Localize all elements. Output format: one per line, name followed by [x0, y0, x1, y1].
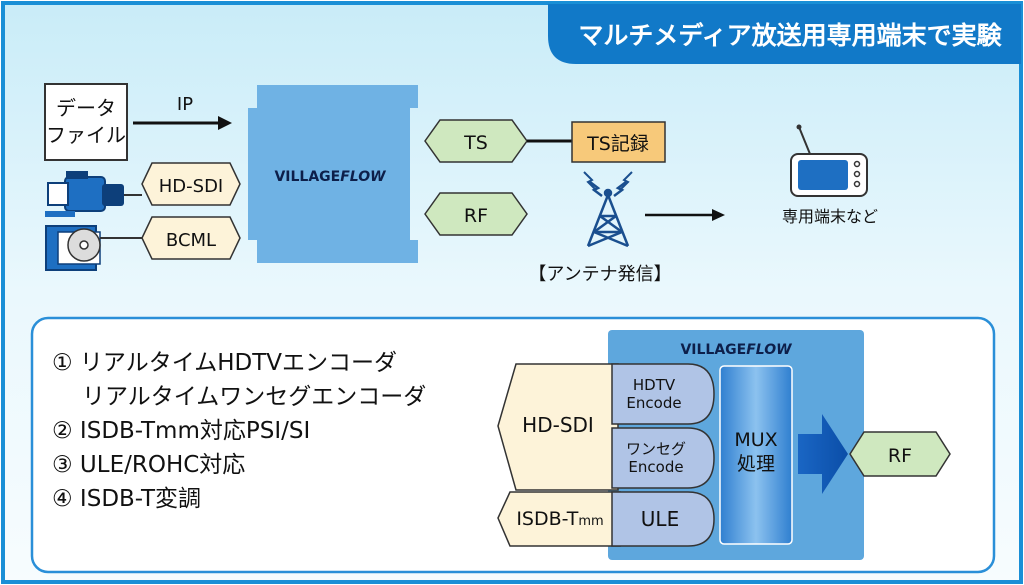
bcml-input-hex [141, 216, 241, 260]
header-tab [548, 4, 1021, 64]
hdtv-encode-line1: HDTV [633, 376, 676, 394]
detail-hdsdi-hex [497, 363, 619, 491]
data-file-box [44, 83, 128, 161]
ts-record-label: TS記録 [586, 133, 649, 155]
feature-item-1: ① リアルタイムHDTVエンコーダ [52, 350, 397, 376]
hdsdi-input-hex [141, 162, 241, 206]
detail-isdbt-label: ISDB-Tmm [516, 508, 603, 530]
ule-box [611, 491, 715, 547]
features-list: ① リアルタイムHDTVエンコーダ リアルタイムワンセグエンコーダ ② ISDB… [52, 350, 426, 512]
villageflow-logo: VILLAGEFLOW [274, 169, 386, 185]
bcml-label: BCML [166, 230, 216, 251]
ts-record-box [571, 121, 666, 163]
rf-hex [424, 192, 528, 236]
data-file-label-2: ファイル [46, 123, 126, 147]
disc-player-icon [45, 225, 101, 271]
arrow-right-icon [645, 209, 725, 221]
antenna-caption: 【アンテナ発信】 [528, 264, 671, 285]
ule-label: ULE [641, 507, 679, 531]
hdtv-encode-line2: Encode [626, 394, 681, 412]
oneseg-encode-line1: ワンセグ [626, 440, 686, 458]
detail-rf-label: RF [888, 445, 912, 467]
feature-item-3: ③ ULE/ROHC対応 [52, 452, 245, 478]
tv-terminal-icon [790, 124, 868, 197]
detail-rf-hex [849, 431, 951, 477]
mux-column [719, 365, 793, 545]
ts-label: TS [463, 132, 488, 154]
oneseg-encode-box [611, 427, 715, 489]
feature-item-1b: リアルタイムワンセグエンコーダ [82, 384, 426, 410]
detail-hdsdi-label: HD-SDI [522, 413, 594, 437]
data-file-label-1: データ [56, 96, 116, 120]
mux-line2: 処理 [737, 453, 775, 475]
mux-output-arrow [798, 414, 848, 494]
rf-label: RF [464, 205, 488, 227]
mux-line1: MUX [734, 429, 777, 451]
antenna-tower-icon [583, 171, 633, 248]
terminal-caption: 専用端末など [782, 207, 878, 226]
ip-arrow-head [218, 116, 232, 130]
villageflow-box [248, 85, 418, 263]
feature-item-2: ② ISDB-Tmm対応PSI/SI [52, 418, 310, 444]
detail-villageflow-logo: VILLAGEFLOW [680, 342, 792, 358]
oneseg-encode-line2: Encode [628, 458, 683, 476]
ip-label: IP [177, 94, 193, 115]
hdtv-encode-box [611, 363, 715, 425]
hdsdi-label: HD-SDI [159, 176, 224, 197]
camera-icon [45, 171, 124, 217]
header-title: マルチメディア放送用専用端末で実験 [578, 21, 1002, 50]
feature-item-4: ④ ISDB-T変調 [52, 486, 201, 512]
